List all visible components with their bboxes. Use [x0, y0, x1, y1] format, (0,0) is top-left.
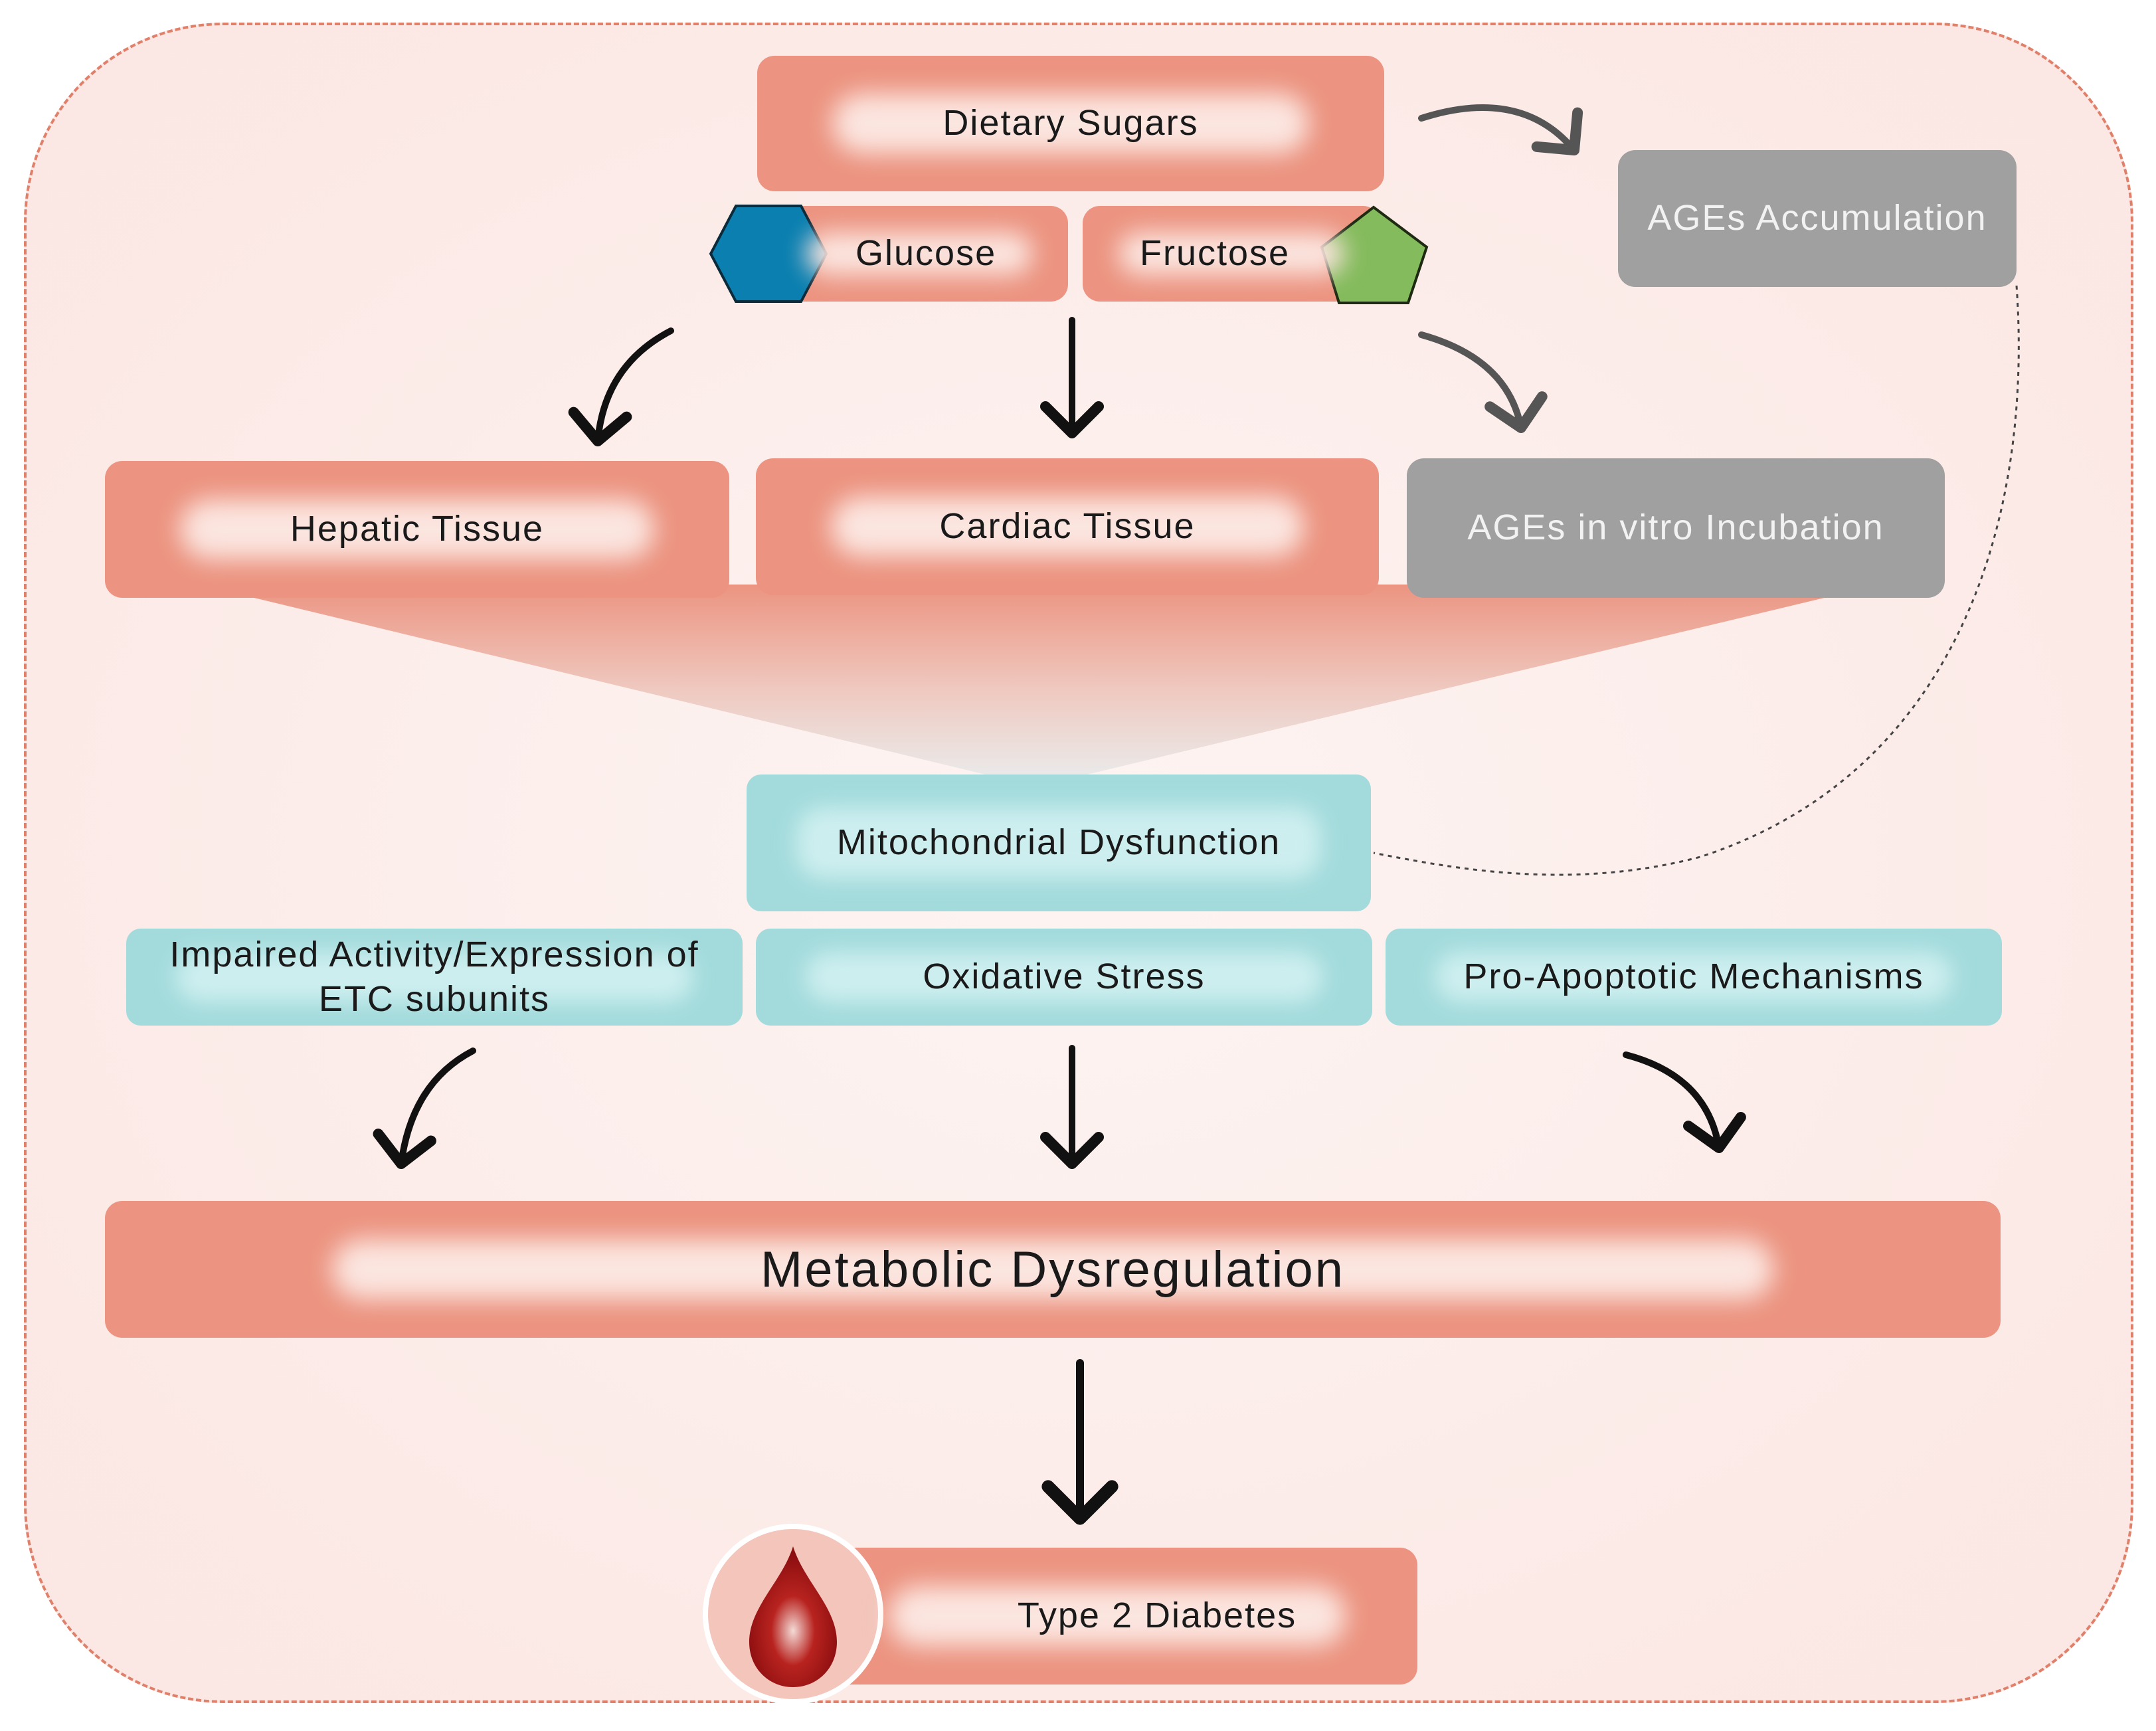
cardiac-tissue-box: Cardiac Tissue: [756, 458, 1379, 595]
ages-in-vitro-box: AGEs in vitro Incubation: [1407, 458, 1945, 598]
arrow-to-ages-in-vitro: [1418, 331, 1548, 433]
mitochondrial-dysfunction-label: Mitochondrial Dysfunction: [836, 822, 1281, 863]
arrow-sugars-to-ages: [1418, 104, 1583, 155]
ages-accumulation-box: AGEs Accumulation: [1618, 150, 2017, 287]
hepatic-tissue-box: Hepatic Tissue: [105, 461, 729, 598]
metabolic-dysregulation-box: Metabolic Dysregulation: [105, 1201, 2001, 1338]
mitochondrial-dysfunction-box: Mitochondrial Dysfunction: [747, 774, 1371, 911]
arrow-to-hepatic: [568, 327, 674, 446]
impaired-etc-box: Impaired Activity/Expression of ETC subu…: [126, 929, 743, 1026]
blood-drop-icon: [749, 1546, 837, 1687]
cardiac-tissue-label: Cardiac Tissue: [939, 506, 1196, 547]
impaired-etc-label: Impaired Activity/Expression of ETC subu…: [169, 934, 699, 1020]
dashed-link-ages-to-mitochondria: [1373, 285, 2020, 876]
metabolic-dysregulation-label: Metabolic Dysregulation: [760, 1241, 1346, 1298]
ages-in-vitro-label: AGEs in vitro Incubation: [1467, 507, 1884, 548]
dietary-sugars-label: Dietary Sugars: [943, 103, 1199, 143]
pro-apoptotic-box: Pro-Apoptotic Mechanisms: [1386, 929, 2002, 1026]
dietary-sugars-box: Dietary Sugars: [757, 56, 1384, 191]
ages-accumulation-label: AGEs Accumulation: [1647, 198, 1987, 238]
fructose-box: Fructose: [1083, 206, 1380, 302]
convergence-funnel: [199, 585, 1880, 777]
hepatic-tissue-label: Hepatic Tissue: [290, 509, 545, 549]
arrow-etc-to-metabolic: [373, 1048, 476, 1169]
oxidative-stress-box: Oxidative Stress: [756, 929, 1372, 1026]
arrow-apoptotic-to-metabolic: [1623, 1051, 1746, 1153]
pro-apoptotic-label: Pro-Apoptotic Mechanisms: [1463, 957, 1924, 997]
type2-diabetes-label: Type 2 Diabetes: [1017, 1595, 1297, 1636]
oxidative-stress-label: Oxidative Stress: [923, 957, 1206, 997]
glucose-label: Glucose: [855, 233, 997, 274]
type2-diabetes-box: Type 2 Diabetes: [817, 1548, 1417, 1685]
fructose-label: Fructose: [1140, 233, 1291, 274]
glucose-box: Glucose: [770, 206, 1068, 302]
